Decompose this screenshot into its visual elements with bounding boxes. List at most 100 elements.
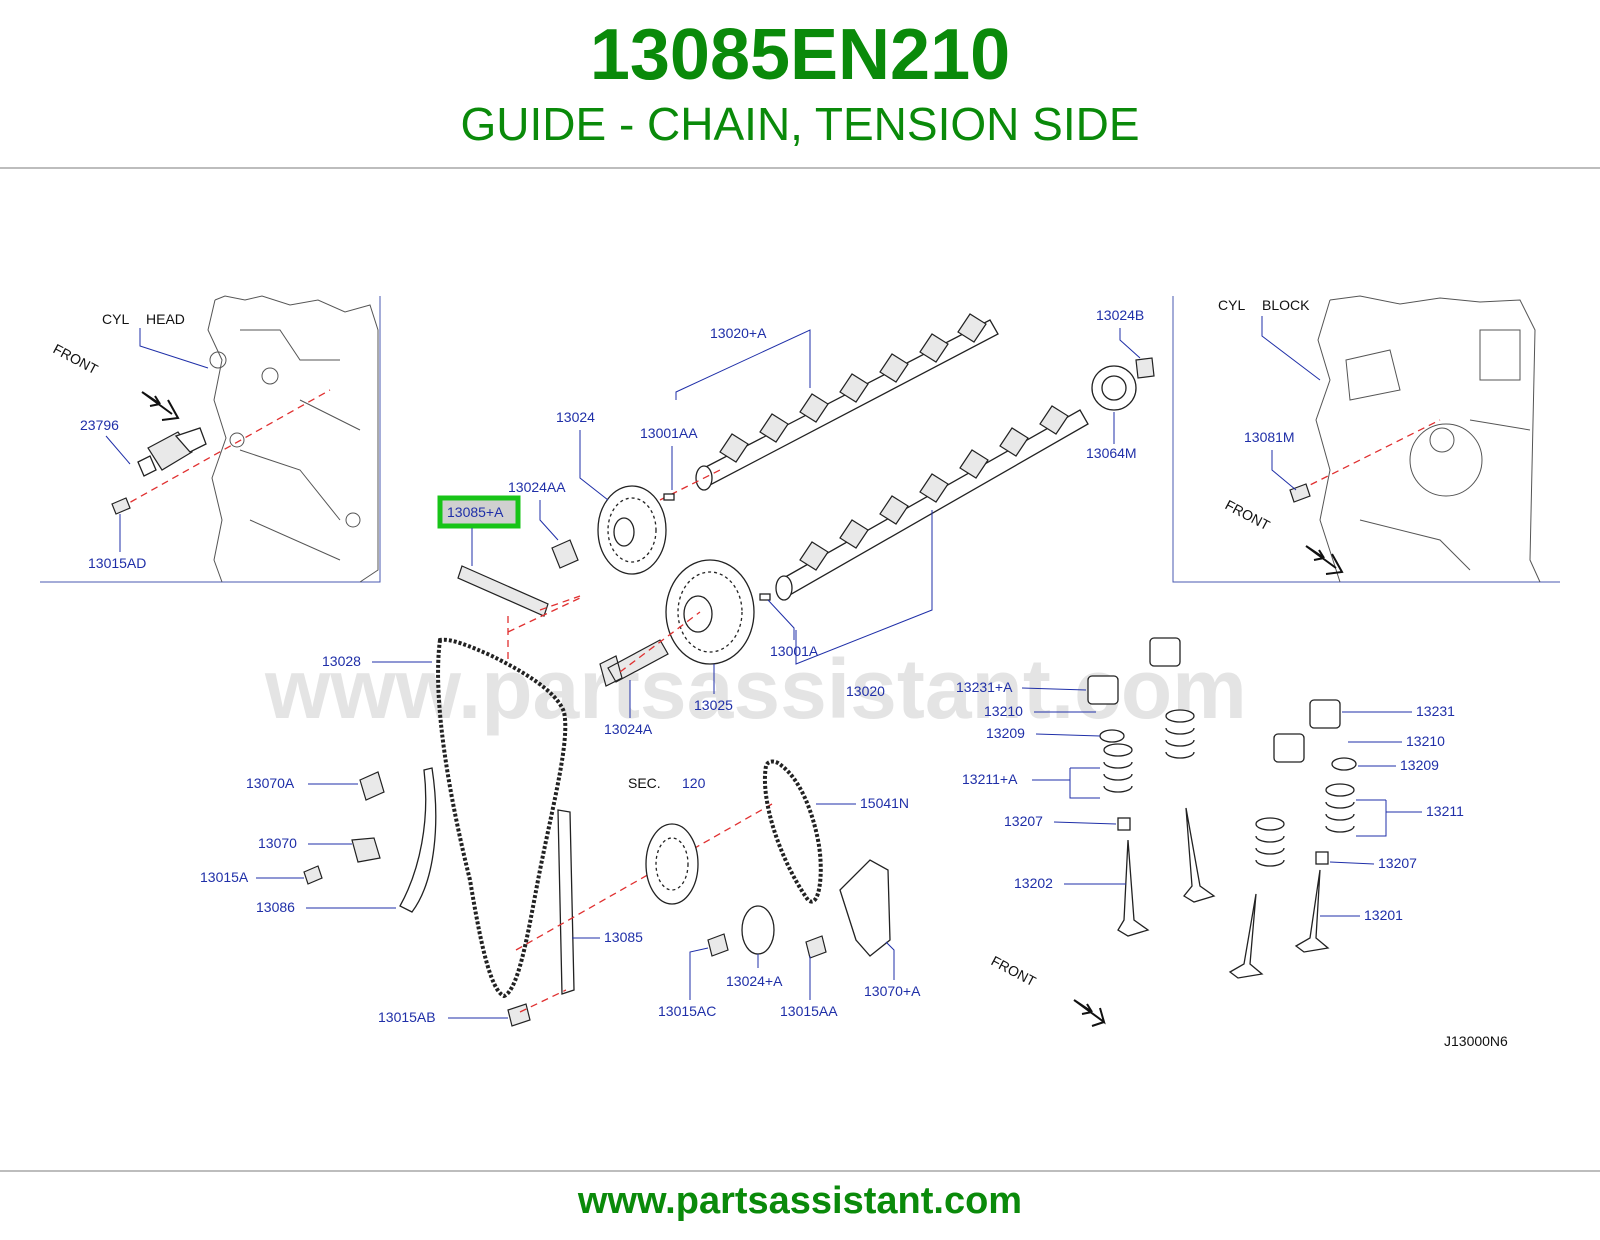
footer-url[interactable]: www.partsassistant.com (577, 1180, 1023, 1222)
callout-13024A: 13024A (604, 721, 653, 737)
bolt-13015AB (507, 1003, 531, 1027)
callout-13207b: 13207 (1378, 855, 1417, 871)
part-number-title: 13085EN210 (589, 15, 1011, 95)
tensioner-13070PA (839, 859, 891, 957)
sprocket-13024 (597, 485, 667, 575)
callout-13070PA: 13070+A (864, 983, 921, 999)
valve-13201 (1294, 869, 1330, 953)
solenoid-23796 (137, 427, 207, 477)
callout-13015AB: 13015AB (378, 1009, 436, 1025)
inset-left-title-1: CYL (102, 311, 129, 327)
callout-13085A-highlighted: 13085+A (447, 504, 504, 520)
inset-right-title-1: CYL (1218, 297, 1245, 313)
inset-right-title-2: BLOCK (1262, 297, 1310, 313)
callout-13024PA: 13024+A (726, 973, 783, 989)
callout-13064M: 13064M (1086, 445, 1137, 461)
callout-13001A: 13001A (770, 643, 819, 659)
callout-23796: 23796 (80, 417, 119, 433)
cyl-head-detail (209, 329, 361, 561)
dash-13024A (619, 611, 701, 673)
part-description: GUIDE - CHAIN, TENSION SIDE (460, 98, 1140, 150)
callout-13024B: 13024B (1096, 307, 1144, 323)
callout-13209a: 13209 (986, 725, 1025, 741)
callout-13210a: 13210 (984, 703, 1023, 719)
camshaft-lower (775, 405, 1089, 601)
callout-13207a: 13207 (1004, 813, 1043, 829)
callout-13015AC: 13015AC (658, 1003, 716, 1019)
bolt-13024A (599, 639, 669, 687)
seat-13209 (1099, 729, 1125, 743)
callout-13231A: 13231+A (956, 679, 1013, 695)
inset-left-frame (40, 296, 381, 583)
sprocket-13024PA (741, 905, 775, 955)
header-divider (0, 167, 1600, 169)
callout-13070A: 13070A (246, 775, 295, 791)
bolt-13015AC (707, 933, 729, 957)
callout-13001AA: 13001AA (640, 425, 698, 441)
callout-13025: 13025 (694, 697, 733, 713)
camshaft-upper (695, 313, 999, 491)
callout-13231: 13231 (1416, 703, 1455, 719)
inset-right-dash (1299, 419, 1441, 491)
sec-label: SEC. (628, 775, 661, 791)
callout-15041N: 15041N (860, 795, 909, 811)
lifter-13231 (1309, 699, 1341, 729)
callout-13020A: 13020+A (710, 325, 767, 341)
callout-13028: 13028 (322, 653, 361, 669)
callout-13024: 13024 (556, 409, 595, 425)
tension-guide-13085 (557, 809, 575, 995)
pin-13001AA (663, 493, 675, 501)
plate-13064M (1091, 365, 1137, 411)
part-13081M (1289, 483, 1311, 503)
dash-13085A (507, 595, 581, 660)
callout-13085: 13085 (604, 929, 643, 945)
callout-13086: 13086 (256, 899, 295, 915)
callout-13202: 13202 (1014, 875, 1053, 891)
callout-13211: 13211 (1426, 803, 1464, 819)
valve-train-left (1087, 637, 1216, 937)
drawing-code: J13000N6 (1444, 1033, 1508, 1049)
main-front-arrow (1073, 999, 1106, 1027)
bolt-13070A (359, 771, 385, 801)
cyl-head-outline (207, 295, 379, 583)
sec-number: 120 (682, 775, 706, 791)
callout-13070: 13070 (258, 835, 297, 851)
bolt-13015AA (805, 935, 827, 959)
inset-left-dash (119, 389, 331, 509)
callout-13211A: 13211+A (962, 771, 1018, 787)
spring-13211A (1103, 743, 1133, 793)
seal-13207 (1117, 817, 1131, 831)
watermark-text: www.partsassistant.com (264, 642, 1247, 736)
callout-13015A: 13015A (200, 869, 249, 885)
valve-train-right (1228, 699, 1357, 979)
dash-13015AB (519, 989, 567, 1013)
bolt-13015A (303, 865, 323, 885)
footer-divider (0, 1170, 1600, 1172)
callout-13020: 13020 (846, 683, 885, 699)
lifter-13231A (1087, 675, 1119, 705)
callout-13024AA: 13024AA (508, 479, 566, 495)
pin-13001A (759, 593, 771, 601)
seal-13207b (1315, 851, 1329, 865)
inset-right-frame (1172, 296, 1560, 583)
inset-right-front-arrow (1305, 545, 1344, 575)
callout-13015AA: 13015AA (780, 1003, 838, 1019)
callout-13201: 13201 (1364, 907, 1403, 923)
spring-13211 (1325, 783, 1355, 833)
inset-left-title-2: HEAD (146, 311, 185, 327)
sprocket-13025 (665, 559, 755, 665)
inset-cyl-block: CYL BLOCK 13081M FRONT (1172, 295, 1560, 583)
inset-left-front-arrow (141, 391, 180, 421)
inset-right-front-label: FRONT (1223, 497, 1273, 534)
slack-guide-13086 (399, 767, 437, 913)
valve-13202 (1117, 839, 1150, 937)
cyl-block-outline (1315, 295, 1541, 583)
cyl-block-detail (1345, 329, 1531, 571)
page-header: 13085EN210 GUIDE - CHAIN, TENSION SIDE (0, 0, 1600, 168)
highlight-box-13085A (437, 495, 521, 529)
bolt-13024B (1135, 357, 1155, 379)
main-front-label: FRONT (989, 953, 1039, 990)
guide-13085A (457, 565, 549, 617)
inset-left-front-label: FRONT (51, 341, 101, 378)
